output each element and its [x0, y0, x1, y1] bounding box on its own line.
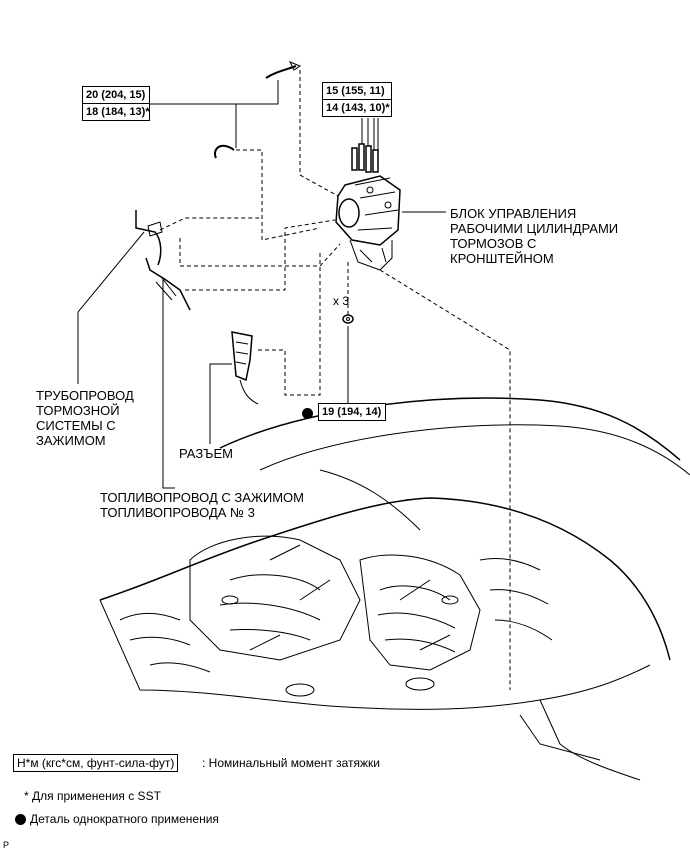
torque-value: 20 (204, 15): [86, 89, 146, 101]
connector-label: РАЗЪЕМ: [179, 446, 233, 461]
torque-value: 15 (155, 11): [326, 85, 385, 97]
torque-unit-box: Н*м (кгс*см, фунт-сила-фут): [13, 754, 179, 772]
nut-torque-box: 19 (194, 14): [318, 403, 386, 421]
corner-mark: P: [3, 840, 10, 850]
torque-description: : Номинальный момент затяжки: [202, 756, 380, 770]
brake-line-label: ТРУБОПРОВОД ТОРМОЗНОЙ СИСТЕМЫ С ЗАЖИМОМ: [36, 388, 134, 448]
pipe-torque-box: 20 (204, 15) 18 (184, 13)*: [82, 86, 150, 121]
torque-value-sst: 18 (184, 13)*: [83, 103, 150, 120]
bolt-torque-box: 15 (155, 11) 14 (143, 10)*: [322, 82, 392, 117]
torque-value-sst: 14 (143, 10)*: [323, 99, 391, 116]
single-use-part-icon: [302, 408, 313, 419]
single-use-legend-icon: [15, 814, 26, 825]
torque-value: 19 (194, 14): [322, 406, 382, 418]
single-use-note: Деталь однократного применения: [30, 812, 219, 826]
quantity-label: x 3: [333, 294, 350, 308]
sst-note: * Для применения с SST: [24, 789, 161, 803]
fuel-line-label: ТОПЛИВОПРОВОД С ЗАЖИМОМ ТОПЛИВОПРОВОДА №…: [100, 490, 305, 520]
brake-actuator-label: БЛОК УПРАВЛЕНИЯ РАБОЧИМИ ЦИЛИНДРАМИ ТОРМ…: [450, 206, 619, 266]
